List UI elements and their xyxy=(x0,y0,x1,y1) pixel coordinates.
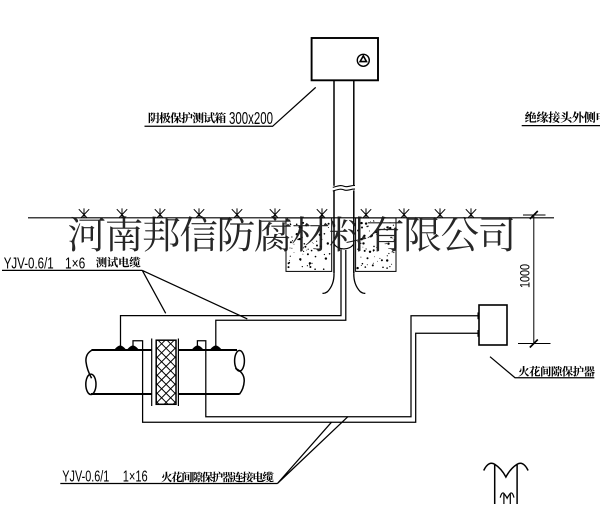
svg-text:YJV-0.6/1: YJV-0.6/1 xyxy=(62,469,109,486)
svg-text:1×16: 1×16 xyxy=(123,469,148,486)
svg-text:1×6: 1×6 xyxy=(65,255,85,272)
svg-text:300x200: 300x200 xyxy=(229,108,273,128)
svg-text:YJV-0.6/1: YJV-0.6/1 xyxy=(4,255,54,272)
svg-text:1000: 1000 xyxy=(518,264,533,288)
